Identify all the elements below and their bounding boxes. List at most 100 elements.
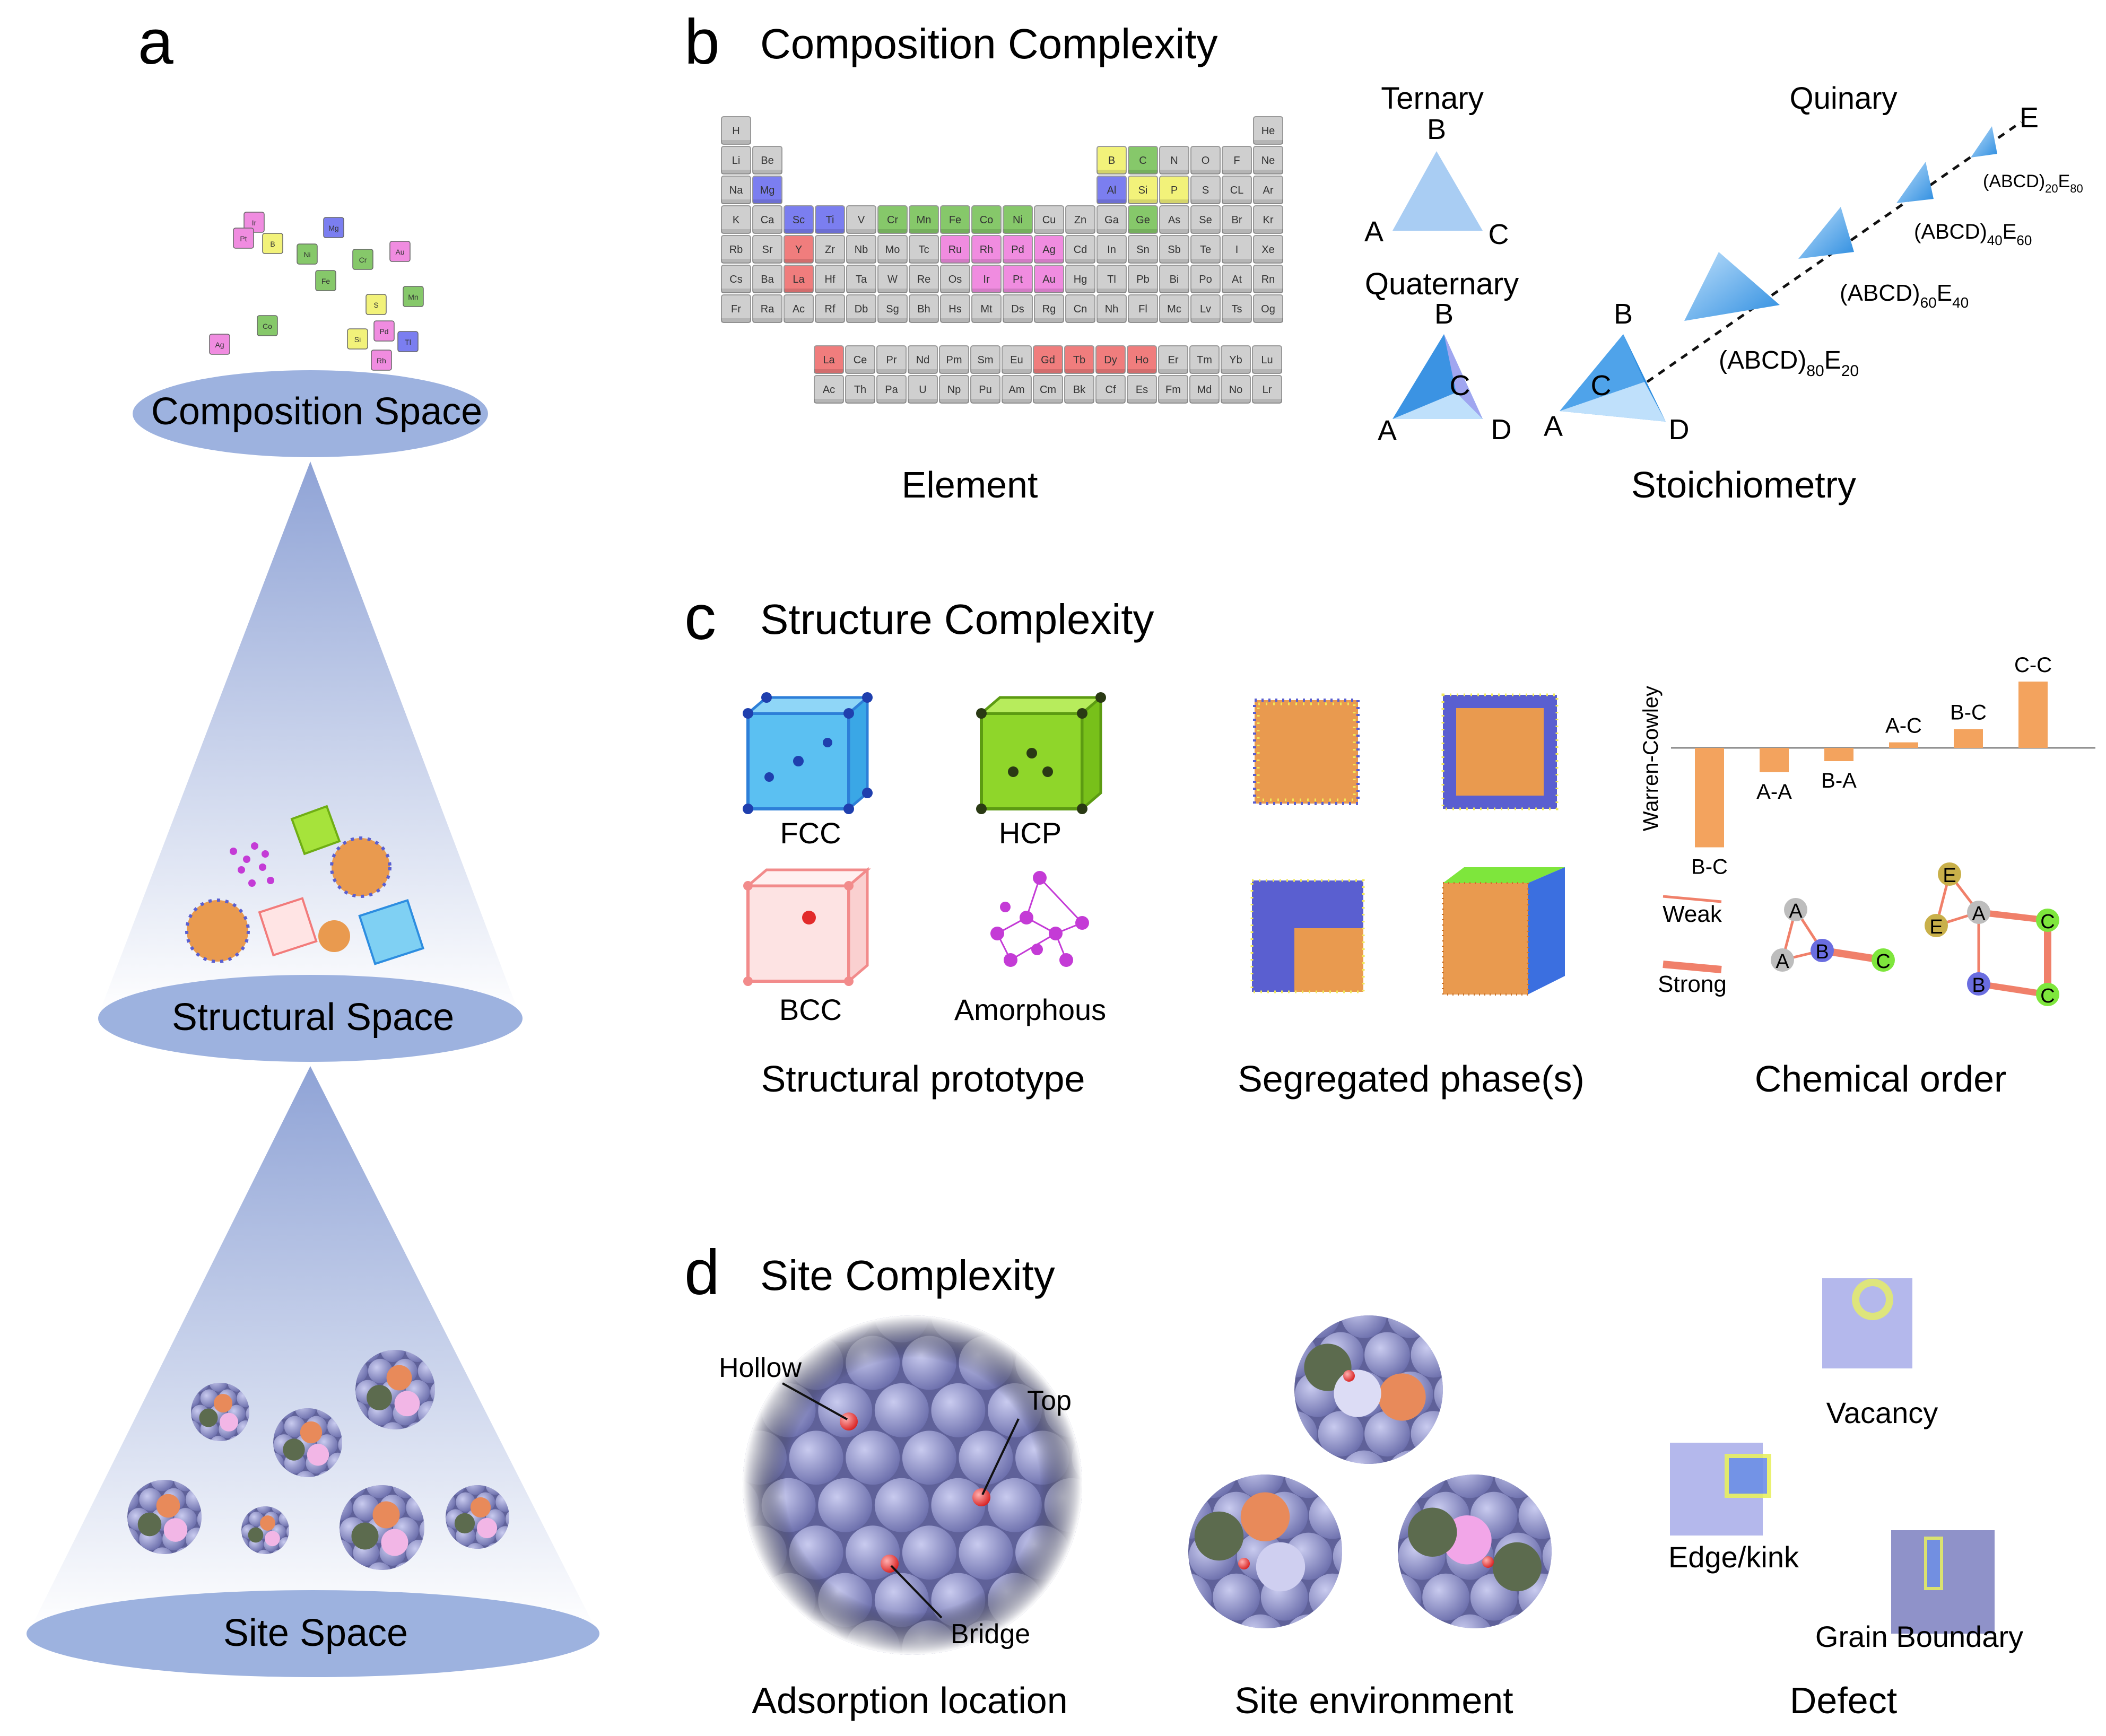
element-cell-ag: Ag <box>1034 235 1064 264</box>
svg-text:Kr: Kr <box>1263 214 1274 226</box>
chemical-order-graph-small: A A B C <box>1771 898 1895 973</box>
svg-text:Pd: Pd <box>1011 244 1024 256</box>
svg-text:Cr: Cr <box>887 214 898 226</box>
edge-kink-label: Edge/kink <box>1668 1540 1799 1574</box>
element-cell-er: Er <box>1158 345 1188 374</box>
adsorption-location-caption: Adsorption location <box>752 1680 1067 1721</box>
svg-text:Db: Db <box>855 303 868 315</box>
svg-text:Fe: Fe <box>949 214 961 226</box>
element-cell-yb: Yb <box>1221 345 1251 374</box>
element-cell-fl: Fl <box>1128 294 1158 323</box>
top-leader <box>981 1418 1020 1495</box>
svg-text:Os: Os <box>948 274 962 285</box>
element-cell-sr: Sr <box>752 235 782 264</box>
site-space-label: Site Space <box>223 1612 408 1654</box>
element-cell-cl: CL <box>1222 176 1252 204</box>
element-cell-fm: Fm <box>1158 375 1188 404</box>
svg-text:Po: Po <box>1199 274 1212 285</box>
element-cell-rf: Rf <box>815 294 845 323</box>
element-cell-si: Si <box>1128 176 1158 204</box>
svg-text:Si: Si <box>1138 185 1148 196</box>
quaternary-label-b: B <box>1434 298 1454 330</box>
element-cell-sb: Sb <box>1159 235 1189 264</box>
element-cell-ga: Ga <box>1096 205 1127 234</box>
element-cell-se: Se <box>1190 205 1221 234</box>
svg-text:Sg: Sg <box>886 303 899 315</box>
quinary-tet-2 <box>1684 252 1780 321</box>
cone-structural-to-site <box>29 1066 597 1631</box>
svg-text:Zn: Zn <box>1074 214 1086 226</box>
grain-boundary-label: Grain Boundary <box>1815 1620 2023 1653</box>
wc-bar-label-5: B-C <box>1950 701 1987 725</box>
svg-text:La: La <box>823 354 835 366</box>
element-cell-u: U <box>908 375 938 404</box>
element-cell-mn: Mn <box>909 205 939 234</box>
svg-text:Tl: Tl <box>1107 274 1116 285</box>
svg-text:B: B <box>1972 974 1985 997</box>
wc-bar-2 <box>1760 748 1789 772</box>
element-cube-s: S <box>365 294 387 315</box>
svg-text:(ABCD)40E60: (ABCD)40E60 <box>1914 220 2032 248</box>
element-cell-po: Po <box>1190 265 1221 293</box>
svg-text:Tb: Tb <box>1073 354 1085 366</box>
element-cell-ar: Ar <box>1253 176 1283 204</box>
element-cell-th: Th <box>845 375 875 404</box>
hcp-label: HCP <box>999 816 1061 850</box>
composition-space-label: Composition Space <box>151 390 482 433</box>
svg-text:Tm: Tm <box>1197 354 1212 366</box>
svg-text:Rb: Rb <box>729 244 743 256</box>
site-environment-caption: Site environment <box>1234 1680 1513 1721</box>
svg-text:Fl: Fl <box>1138 303 1147 315</box>
element-cell-ra: Ra <box>752 294 782 323</box>
weak-bond-swatch <box>1663 895 1722 903</box>
svg-text:Au: Au <box>1042 274 1055 285</box>
element-cell-md: Md <box>1189 375 1220 404</box>
element-cell-p: P <box>1159 176 1189 204</box>
element-cell-ti: Ti <box>815 205 845 234</box>
svg-text:Bk: Bk <box>1073 384 1086 396</box>
element-cell-zr: Zr <box>815 235 845 264</box>
svg-text:Au: Au <box>395 248 404 256</box>
svg-text:Ru: Ru <box>948 244 962 256</box>
svg-text:Nb: Nb <box>855 244 868 256</box>
svg-text:Rn: Rn <box>1261 274 1275 285</box>
element-cell-ac: Ac <box>814 375 844 404</box>
element-cell-as: As <box>1159 205 1189 234</box>
element-cell-db: Db <box>846 294 876 323</box>
structural-prototype-caption: Structural prototype <box>761 1058 1085 1100</box>
quinary-label-a: A <box>1544 411 1563 442</box>
panel-d-letter: d <box>684 1237 720 1308</box>
element-cube-tl: Tl <box>397 331 419 352</box>
hcp-cube <box>976 692 1106 814</box>
svg-text:Sr: Sr <box>762 244 773 256</box>
fcc-cube <box>743 692 873 814</box>
svg-text:He: He <box>1261 125 1275 137</box>
element-caption: Element <box>902 464 1038 505</box>
structural-space-label: Structural Space <box>172 996 454 1039</box>
element-cell-nb: Nb <box>846 235 876 264</box>
svg-text:Te: Te <box>1200 244 1211 256</box>
weak-bond-label: Weak <box>1663 901 1722 927</box>
wc-bar-4 <box>1889 742 1918 748</box>
svg-text:A: A <box>1789 900 1803 922</box>
element-cell-at: At <box>1222 265 1252 293</box>
chemical-order-graph-large: E E A C B C <box>1925 862 2059 1007</box>
element-cell-b: B <box>1096 146 1127 175</box>
wc-bar-label-2: A-A <box>1756 780 1792 804</box>
svg-text:Mo: Mo <box>885 244 900 256</box>
element-cell-hs: Hs <box>940 294 970 323</box>
svg-text:Gd: Gd <box>1041 354 1055 366</box>
element-cell-tl: Tl <box>1096 265 1127 293</box>
svg-text:As: As <box>1168 214 1180 226</box>
svg-text:Th: Th <box>854 384 866 396</box>
site-env-blob-right <box>1398 1475 1552 1628</box>
svg-text:Mn: Mn <box>408 293 418 301</box>
wc-bar-1 <box>1695 748 1724 848</box>
vacancy-label: Vacancy <box>1826 1396 1938 1429</box>
quaternary-label-a: A <box>1378 415 1397 447</box>
element-cell-c: C <box>1128 146 1158 175</box>
svg-text:Ti: Ti <box>826 214 834 226</box>
element-cell-ge: Ge <box>1128 205 1158 234</box>
svg-text:Ds: Ds <box>1011 303 1024 315</box>
